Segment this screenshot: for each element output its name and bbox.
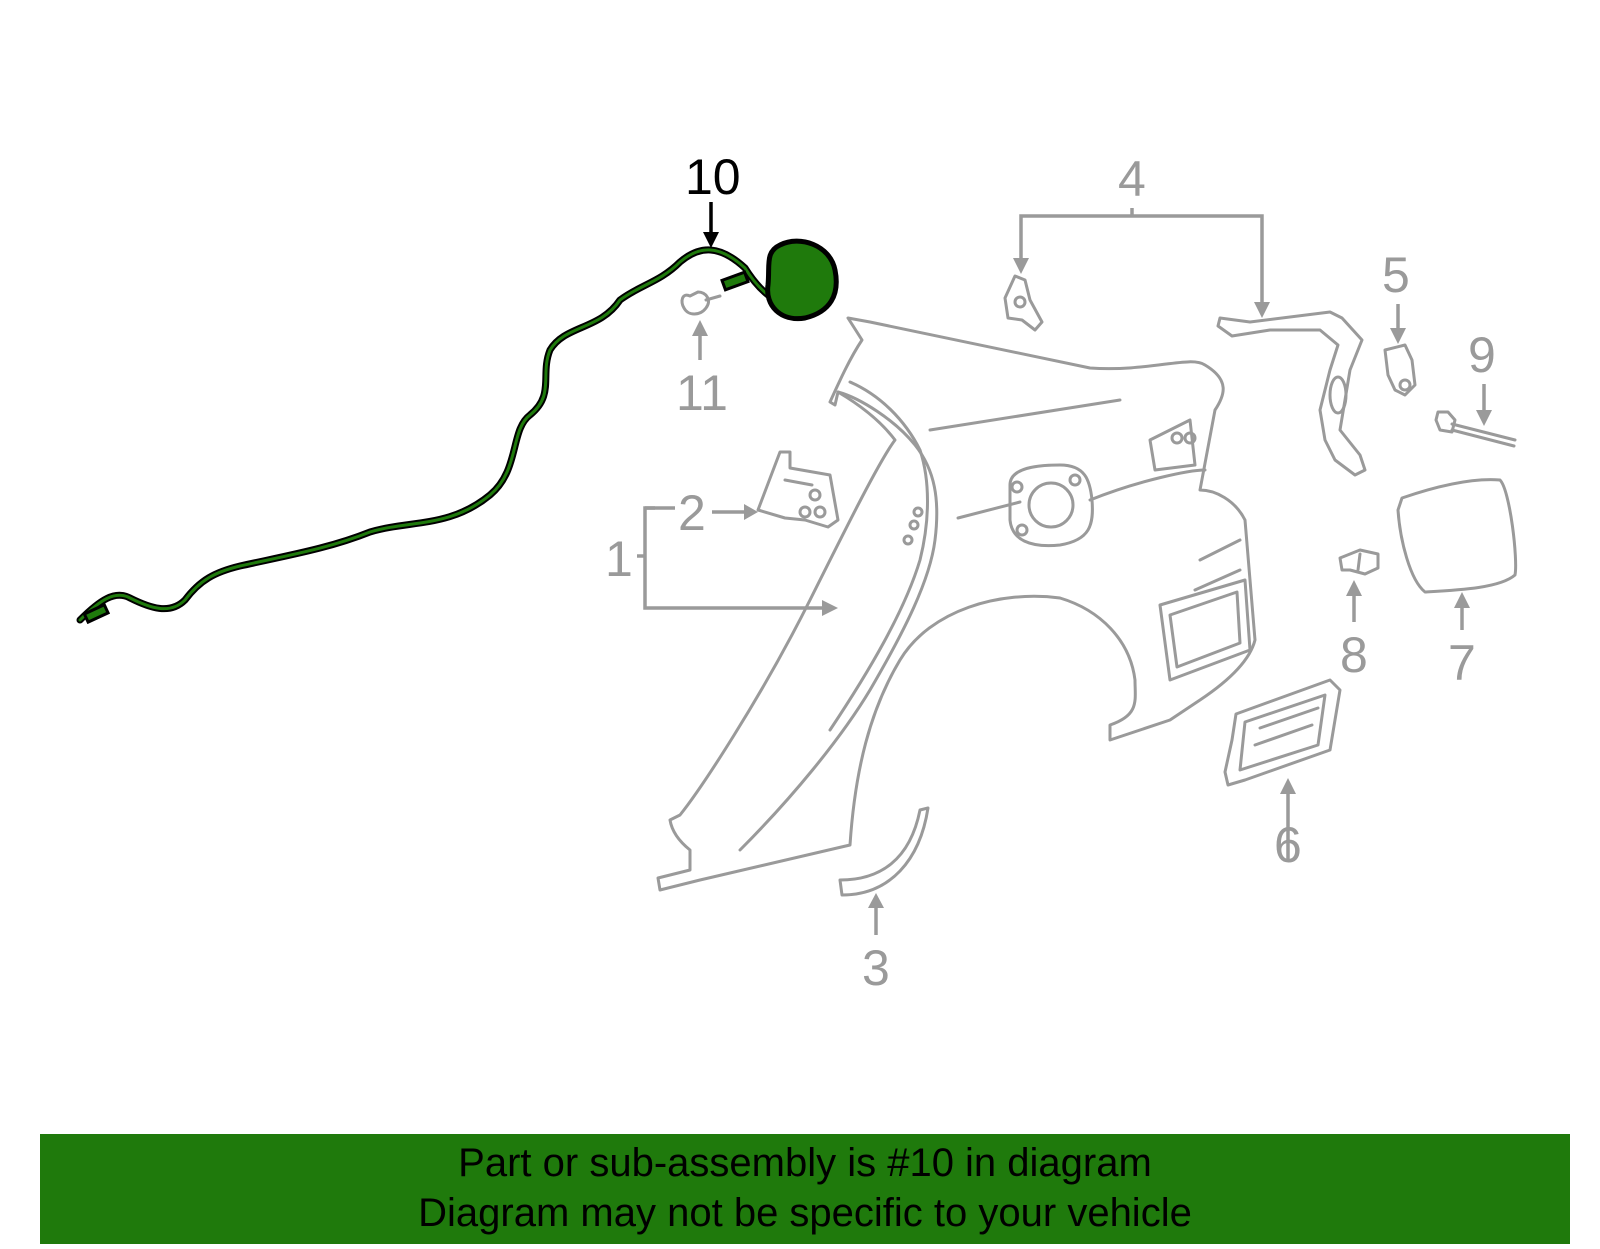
callout-7: 7 <box>1448 635 1476 691</box>
callout-6: 6 <box>1274 817 1302 873</box>
bracket-1 <box>643 506 825 610</box>
callout-1: 1 <box>605 531 633 587</box>
part-1-quarter-panel[interactable] <box>656 316 1257 892</box>
part-4-bracket-small[interactable] <box>1003 274 1044 332</box>
callout-5: 5 <box>1382 247 1410 303</box>
part-5-clip-bracket[interactable] <box>1383 343 1417 397</box>
part-7-fuel-door[interactable] <box>1396 478 1518 594</box>
callout-8: 8 <box>1340 627 1368 683</box>
arrowhead-9 <box>1476 410 1492 426</box>
banner-line-1: Part or sub-assembly is #10 in diagram <box>458 1141 1152 1185</box>
part-9-screw[interactable] <box>1434 410 1517 448</box>
arrowhead-4a <box>1013 258 1029 274</box>
bracket-4 <box>1019 214 1264 305</box>
arrowhead-8 <box>1346 580 1362 596</box>
info-banner: Part or sub-assembly is #10 in diagram D… <box>40 1134 1570 1244</box>
arrowhead-4b <box>1254 302 1270 318</box>
callout-3: 3 <box>862 940 890 996</box>
arrowhead-1 <box>822 600 838 616</box>
arrowhead-11 <box>692 320 708 336</box>
callout-10: 10 <box>685 149 741 205</box>
part-11-clip[interactable] <box>680 290 722 316</box>
arrowhead-7 <box>1454 592 1470 608</box>
part-3-arch-molding[interactable] <box>838 806 930 897</box>
part-10-fuel-lid-cable[interactable] <box>76 238 839 625</box>
callout-2: 2 <box>678 485 706 541</box>
callout-4: 4 <box>1118 151 1146 207</box>
arrowhead-5 <box>1390 328 1406 344</box>
arrowhead-6 <box>1280 778 1296 794</box>
part-8-clip[interactable] <box>1338 548 1380 576</box>
callout-11: 11 <box>676 365 728 421</box>
part-2-bracket[interactable] <box>756 450 840 529</box>
banner-line-2: Diagram may not be specific to your vehi… <box>418 1191 1192 1235</box>
arrowhead-3 <box>868 893 884 908</box>
callout-9: 9 <box>1468 327 1496 383</box>
part-4-bracket-large[interactable] <box>1216 310 1367 477</box>
arrowhead-2 <box>744 504 758 520</box>
part-6-fuel-housing[interactable] <box>1223 678 1342 787</box>
arrowhead-10 <box>703 232 719 248</box>
